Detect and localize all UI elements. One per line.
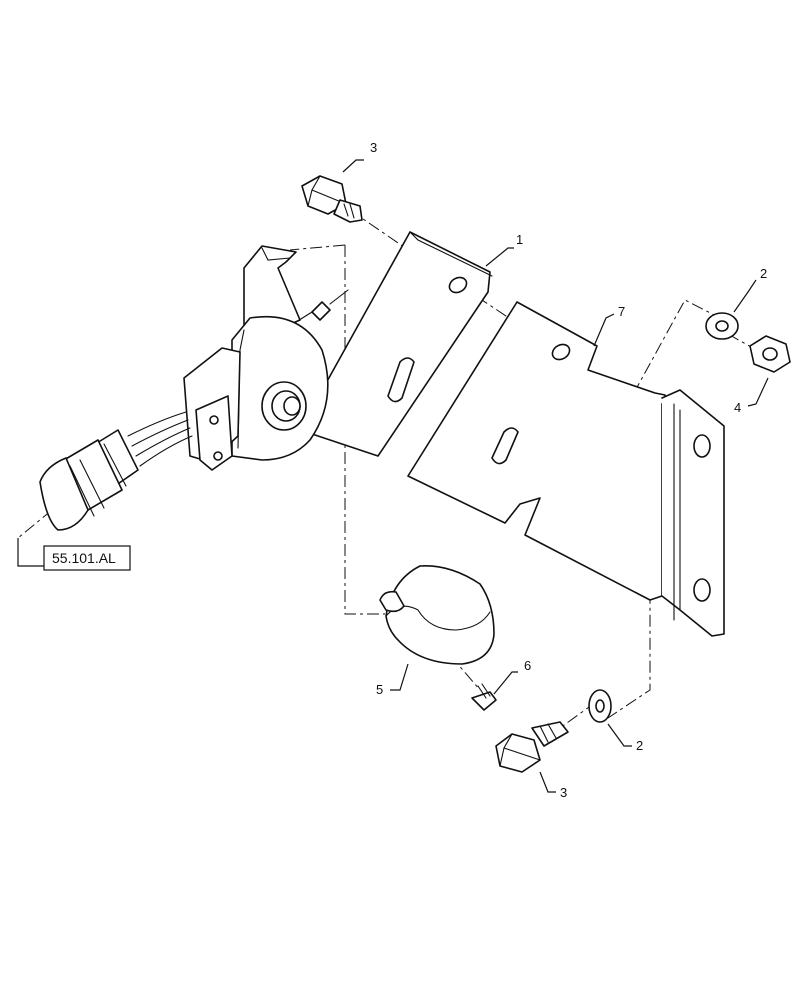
reference-box[interactable]: 55.101.AL [43, 545, 131, 571]
protective-cap-icon [379, 565, 495, 665]
flat-washer-icon [588, 689, 612, 723]
wire-harness-connector-icon [39, 411, 193, 531]
flange-nut-icon [749, 335, 791, 373]
callout-4: 4 [734, 400, 741, 415]
mounting-bracket-7 [407, 301, 725, 637]
callout-2-top: 2 [760, 266, 767, 281]
callout-7: 7 [618, 304, 625, 319]
reference-label: 55.101.AL [52, 550, 116, 566]
callout-2-bottom: 2 [636, 738, 643, 753]
callout-5: 5 [376, 682, 383, 697]
self-tapping-screw-icon [471, 683, 497, 711]
flat-washer-icon [705, 312, 739, 340]
flange-bolt-icon [301, 175, 363, 223]
position-sensor-icon [183, 245, 349, 471]
flange-bolt-icon [495, 721, 569, 773]
callout-6: 6 [524, 658, 531, 673]
callout-3-top: 3 [370, 140, 377, 155]
callout-1: 1 [516, 232, 523, 247]
callout-leaders [17, 159, 769, 793]
callout-3-bottom: 3 [560, 785, 567, 800]
callout-labels: 3 1 2 7 4 5 6 2 3 [370, 140, 767, 800]
mounting-bracket-1 [299, 231, 493, 457]
